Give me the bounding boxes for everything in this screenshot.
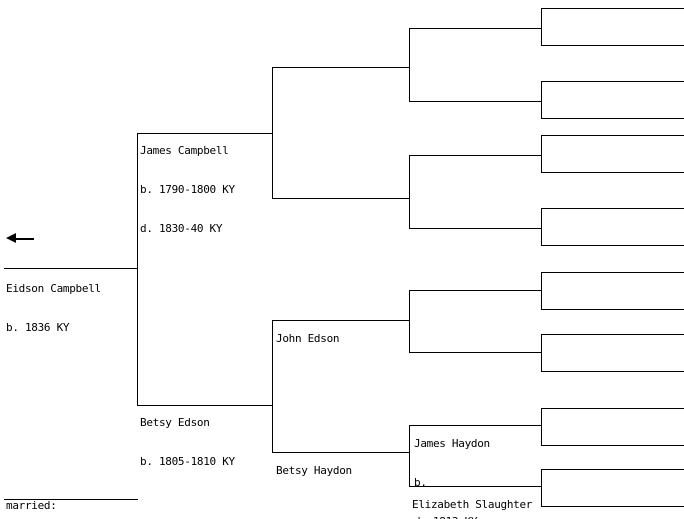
subject-name: Eidson Campbell <box>6 282 101 295</box>
gen5-box-1-left-edge <box>541 8 542 45</box>
gen5-box-8-left-edge <box>541 469 542 506</box>
subject-pointer-arrow-icon <box>6 233 34 244</box>
gen5-box-2-top-edge <box>541 81 684 82</box>
gen5-box-3-top-edge <box>541 135 684 136</box>
gen3-mgf-connector <box>272 320 409 321</box>
person-name: James Campbell <box>140 144 229 157</box>
gen5-box-6-bottom-edge <box>541 371 684 372</box>
gen5-box-3-left-edge <box>541 135 542 172</box>
person-name: Betsy Edson <box>140 416 210 429</box>
gen3-mgm-connector <box>272 452 409 453</box>
gen4-bracket-4-vertical <box>409 425 410 486</box>
gen5-box-6-left-edge <box>541 334 542 371</box>
gen4-bracket-2-vertical <box>409 155 410 228</box>
gen3-maternal-bracket-vertical <box>272 320 273 452</box>
arrow-head <box>6 233 16 243</box>
gen4-connector-7 <box>409 425 541 426</box>
marriage-note: married: Aurelia M. Harris <box>6 471 113 519</box>
gen4-bracket-1-vertical <box>409 28 410 101</box>
person-birth: b. 1790-1800 KY <box>140 183 235 196</box>
gen5-box-7-bottom-edge <box>541 445 684 446</box>
subject-birth: b. 1836 KY <box>6 321 70 334</box>
gen4-connector-4 <box>409 228 541 229</box>
person-betsy-haydon[interactable]: Betsy Haydon <box>276 438 352 503</box>
gen5-box-7-left-edge <box>541 408 542 445</box>
gen4-bracket-3-vertical <box>409 290 410 352</box>
person-john-edson[interactable]: John Edson <box>276 306 340 371</box>
gen5-box-8-top-edge <box>541 469 684 470</box>
person-james-haydon[interactable]: James Haydon b. d. 1813 KY <box>414 411 490 519</box>
gen3-pgf-connector <box>272 67 409 68</box>
gen5-box-4-left-edge <box>541 208 542 245</box>
gen3-pgm-connector <box>272 198 409 199</box>
gen3-paternal-bracket-vertical <box>272 67 273 198</box>
gen4-connector-5 <box>409 290 541 291</box>
gen5-box-8-bottom-edge <box>541 506 684 507</box>
gen2-mother-connector <box>137 405 273 406</box>
person-birth: b. 1805-1810 KY <box>140 455 235 468</box>
gen5-box-3-bottom-edge <box>541 172 684 173</box>
gen5-box-5-top-edge <box>541 272 684 273</box>
gen4-connector-6 <box>409 352 541 353</box>
person-death: d. 1813 KY <box>414 515 490 519</box>
person-birth: b. <box>414 476 427 489</box>
person-elizabeth-slaughter[interactable]: Elizabeth Slaughter b. d. <1810 KY <box>412 472 532 519</box>
person-name: James Haydon <box>414 437 490 450</box>
gen5-box-7-top-edge <box>541 408 684 409</box>
gen4-connector-2 <box>409 101 541 102</box>
gen5-box-4-top-edge <box>541 208 684 209</box>
gen4-connector-3 <box>409 155 541 156</box>
gen5-box-2-left-edge <box>541 81 542 118</box>
person-betsy-edson[interactable]: Betsy Edson b. 1805-1810 KY <box>140 390 235 494</box>
gen5-box-5-left-edge <box>541 272 542 309</box>
gen5-box-6-top-edge <box>541 334 684 335</box>
gen5-box-5-bottom-edge <box>541 309 684 310</box>
subject-person-eidson-campbell[interactable]: Eidson Campbell b. 1836 KY <box>6 256 101 360</box>
person-james-campbell[interactable]: James Campbell b. 1790-1800 KY d. 1830-4… <box>140 118 235 261</box>
gen5-box-2-bottom-edge <box>541 118 684 119</box>
person-name: Elizabeth Slaughter <box>412 498 533 511</box>
person-name: Betsy Haydon <box>276 464 352 477</box>
gen5-box-1-top-edge <box>541 8 684 9</box>
subject-baseline <box>4 268 138 269</box>
gen5-box-1-bottom-edge <box>541 45 684 46</box>
gen2-father-connector <box>137 133 273 134</box>
gen4-connector-1 <box>409 28 541 29</box>
marriage-label: married: <box>6 499 57 512</box>
arrow-shaft <box>14 238 34 240</box>
person-death: d. 1830-40 KY <box>140 222 223 235</box>
person-name: John Edson <box>276 332 340 345</box>
gen2-bracket-vertical <box>137 133 138 405</box>
gen4-connector-8 <box>409 486 541 487</box>
gen5-box-4-bottom-edge <box>541 245 684 246</box>
marriage-baseline <box>4 499 138 500</box>
